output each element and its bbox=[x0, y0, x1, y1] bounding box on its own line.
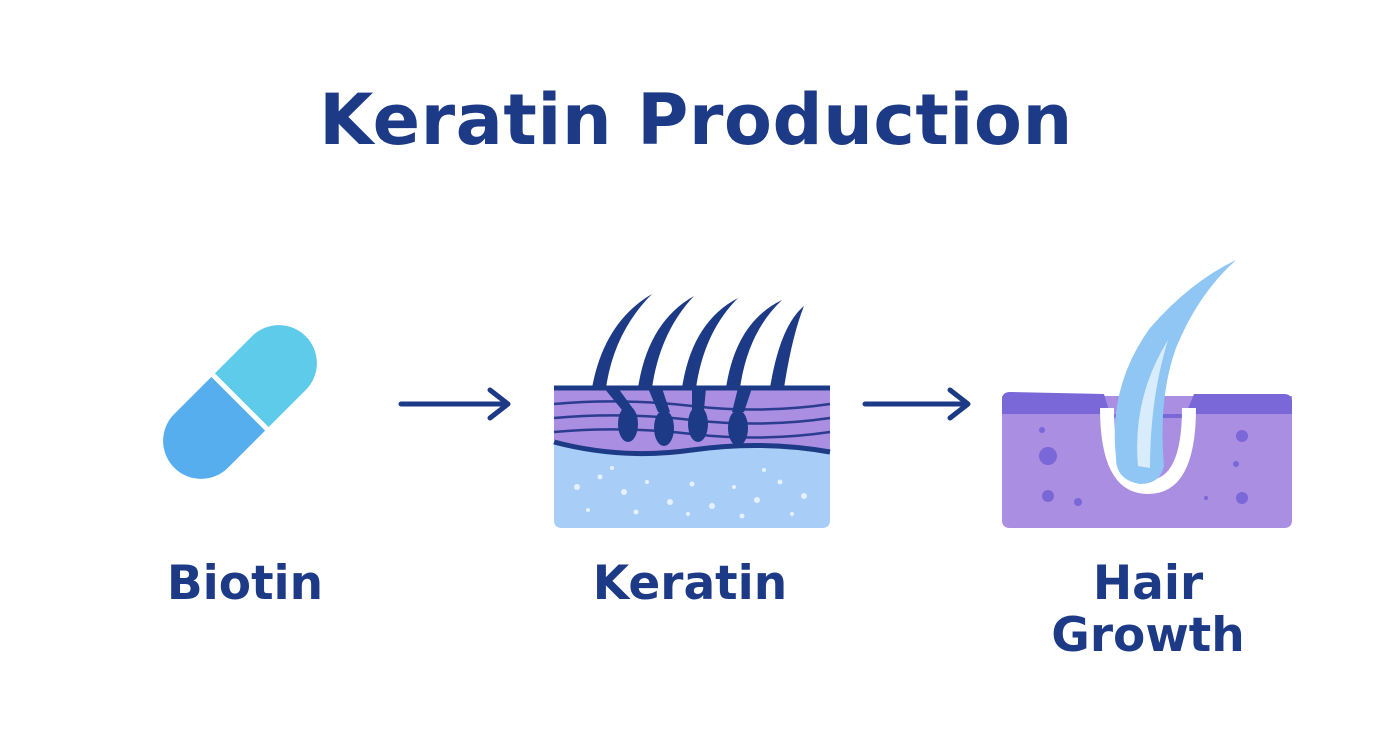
stage-label-hair: Hair bbox=[1092, 556, 1204, 611]
hair-roots bbox=[604, 388, 752, 446]
pill-capsule-icon bbox=[163, 325, 317, 479]
diagram-title: Keratin Production bbox=[319, 79, 1073, 161]
hair-follicle-icon bbox=[1002, 260, 1292, 528]
skin-spots bbox=[1039, 427, 1248, 506]
hair-highlight bbox=[1137, 340, 1168, 468]
capsule-seam bbox=[209, 371, 271, 433]
epidermis-bottom-edge bbox=[553, 439, 831, 457]
hair-strands bbox=[592, 294, 804, 388]
stage-label-biotin: Biotin bbox=[166, 556, 324, 611]
capsule-light-half bbox=[213, 325, 317, 429]
stage-label-keratin: Keratin bbox=[592, 556, 788, 611]
skin-top-band bbox=[1002, 392, 1292, 418]
stage-label-growth: Growth bbox=[1051, 608, 1245, 663]
capsule-dark-half bbox=[163, 375, 267, 479]
right-arrow-icon bbox=[862, 387, 971, 421]
stage-label-hair-growth: Hair Growth bbox=[1030, 558, 1266, 662]
right-arrow-icon bbox=[398, 387, 511, 421]
skin-layer-hairs-icon bbox=[553, 294, 831, 528]
dermis-dots bbox=[574, 466, 807, 519]
